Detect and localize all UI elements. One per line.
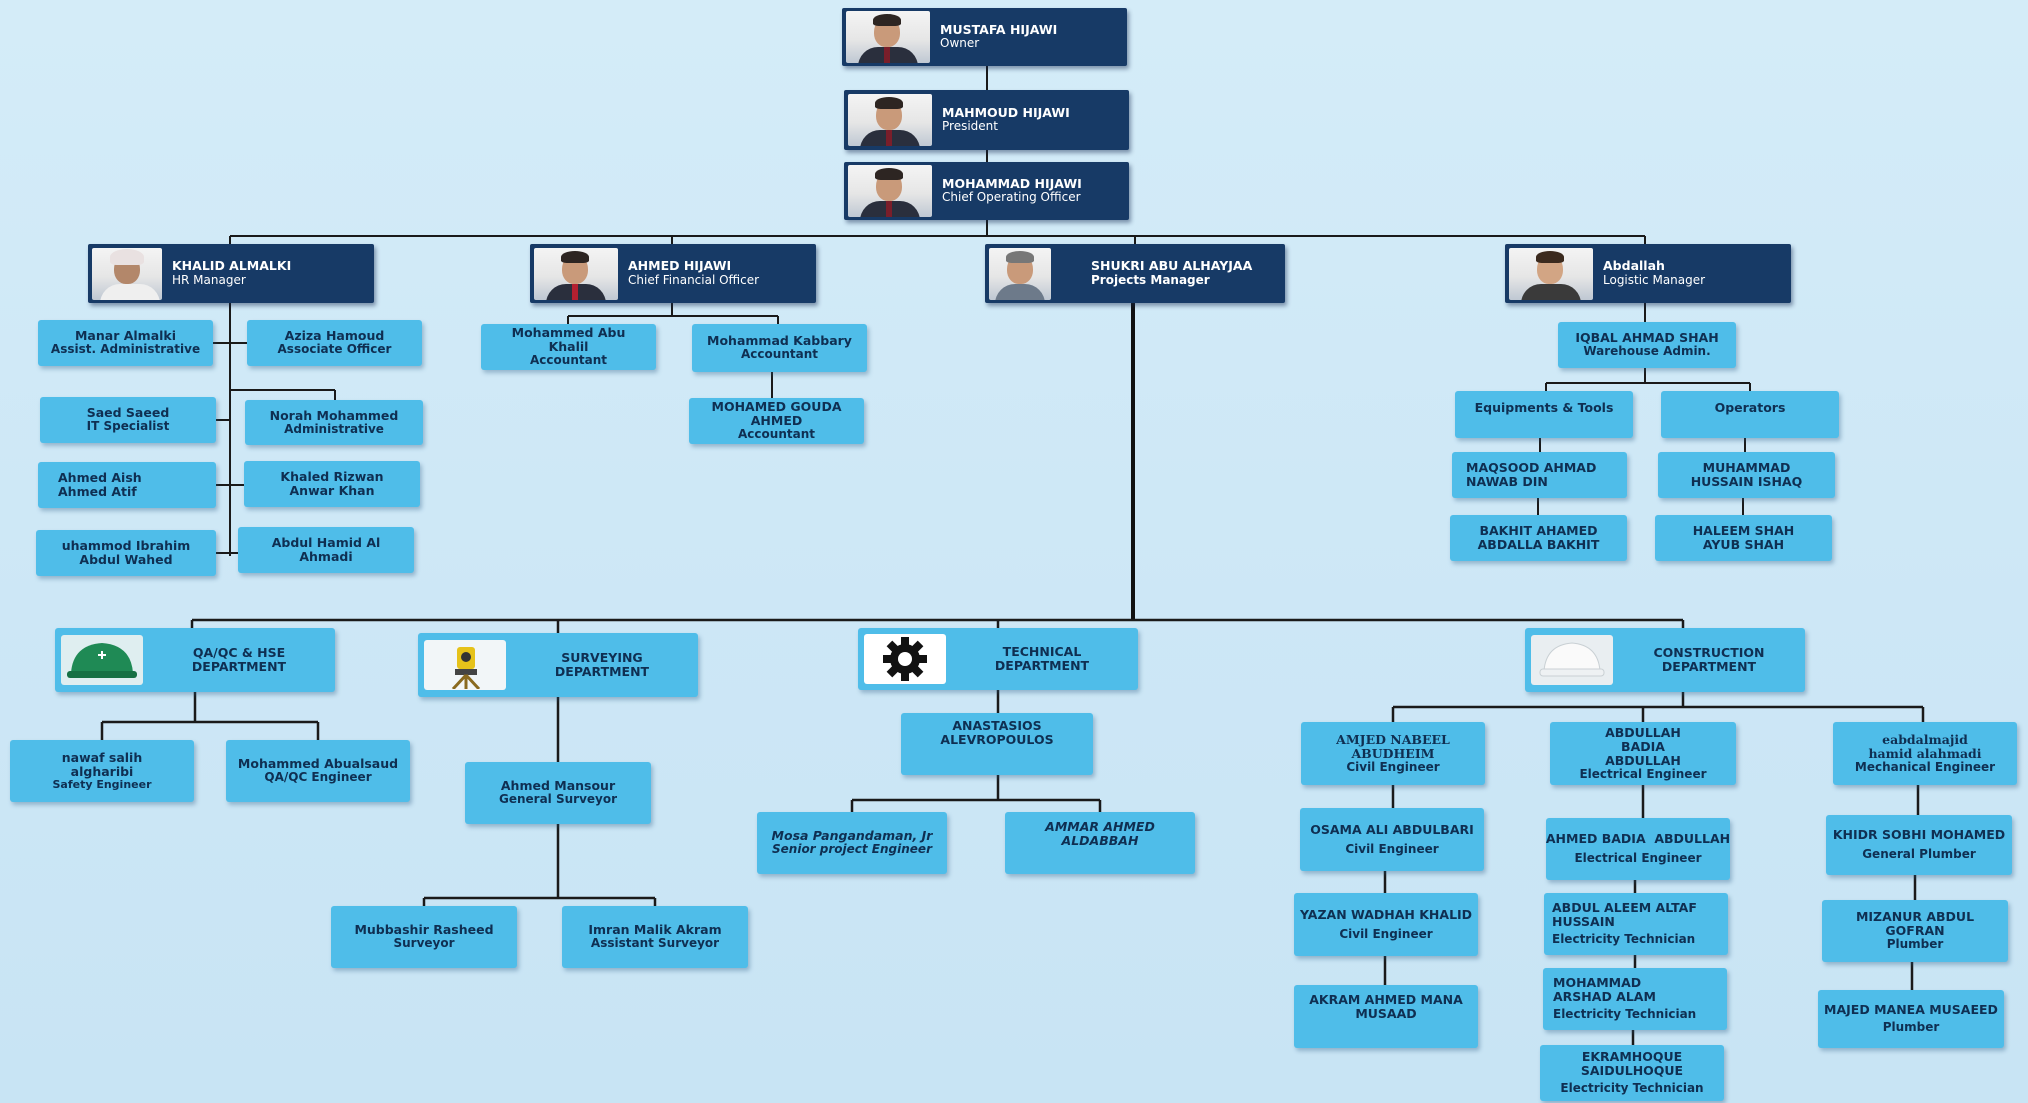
hr-staff-8[interactable]: Abdul Hamid Al Ahmadi bbox=[238, 527, 414, 573]
hr-manager-name: KHALID ALMALKI bbox=[172, 258, 292, 274]
civil-engineer-4[interactable]: AKRAM AHMED MANA MUSAAD bbox=[1294, 985, 1478, 1048]
hr-manager-photo bbox=[92, 247, 162, 300]
projects-manager-role: Projects Manager bbox=[1091, 272, 1210, 287]
projects-manager-photo bbox=[989, 247, 1051, 300]
qa-department-box[interactable]: QA/QC & HSE DEPARTMENT bbox=[55, 628, 335, 692]
coo-role: Chief Operating Officer bbox=[942, 190, 1081, 205]
coo-name: MOHAMMAD HIJAWI bbox=[942, 175, 1082, 191]
technical-department-title: TECHNICAL DEPARTMENT bbox=[994, 644, 1090, 673]
operator-staff-1[interactable]: MUHAMMAD HUSSAIN ISHAQ bbox=[1658, 452, 1835, 498]
cfo-name: AHMED HIJAWI bbox=[628, 258, 732, 274]
logistic-manager-photo bbox=[1509, 247, 1593, 300]
technical-head[interactable]: ANASTASIOS ALEVROPOULOS bbox=[901, 713, 1093, 775]
logistic-manager-name: Abdallah bbox=[1603, 258, 1665, 274]
hr-manager-role: HR Manager bbox=[172, 272, 246, 287]
hr-staff-5[interactable]: Ahmed Aish Ahmed Atif bbox=[38, 462, 216, 508]
hr-staff-6[interactable]: Khaled Rizwan Anwar Khan bbox=[244, 461, 420, 507]
president-role: President bbox=[942, 119, 998, 134]
construction-department-box[interactable]: CONSTRUCTION DEPARTMENT bbox=[1525, 628, 1805, 692]
owner-name: MUSTAFA HIJAWI bbox=[940, 21, 1058, 37]
operators-box[interactable]: Operators bbox=[1661, 391, 1839, 438]
theodolite-icon bbox=[424, 640, 506, 690]
hr-staff-7[interactable]: uhammod Ibrahim Abdul Wahed bbox=[36, 530, 216, 576]
operator-staff-2[interactable]: HALEEM SHAH AYUB SHAH bbox=[1655, 515, 1832, 561]
logistic-manager-role: Logistic Manager bbox=[1603, 272, 1706, 287]
surveying-department-box[interactable]: SURVEYING DEPARTMENT bbox=[418, 633, 698, 697]
equipment-staff-2[interactable]: BAKHIT AHAMED ABDALLA BAKHIT bbox=[1450, 515, 1627, 561]
projects-manager-name: SHUKRI ABU ALHAYJAA bbox=[1091, 258, 1253, 274]
hard-hat-icon bbox=[1531, 635, 1613, 685]
owner-role: Owner bbox=[940, 36, 980, 51]
equipment-staff-1[interactable]: MAQSOOD AHMAD NAWAB DIN bbox=[1452, 452, 1627, 498]
technical-department-box[interactable]: TECHNICAL DEPARTMENT bbox=[858, 628, 1138, 690]
helmet-icon bbox=[61, 635, 143, 685]
gear-icon bbox=[864, 634, 946, 684]
equipment-tools-box[interactable]: Equipments & Tools bbox=[1455, 391, 1633, 438]
construction-department-title: CONSTRUCTION DEPARTMENT bbox=[1653, 645, 1765, 674]
qa-department-title: QA/QC & HSE DEPARTMENT bbox=[191, 645, 287, 674]
technical-staff-2[interactable]: AMMAR AHMED ALDABBAH bbox=[1005, 812, 1195, 874]
coo-photo bbox=[848, 165, 932, 217]
owner-photo bbox=[846, 11, 930, 63]
cfo-photo bbox=[534, 247, 618, 300]
president-name: MAHMOUD HIJAWI bbox=[942, 104, 1070, 120]
president-photo bbox=[848, 94, 932, 146]
surveying-department-title: SURVEYING DEPARTMENT bbox=[554, 650, 650, 679]
cfo-role: Chief Financial Officer bbox=[628, 272, 760, 287]
